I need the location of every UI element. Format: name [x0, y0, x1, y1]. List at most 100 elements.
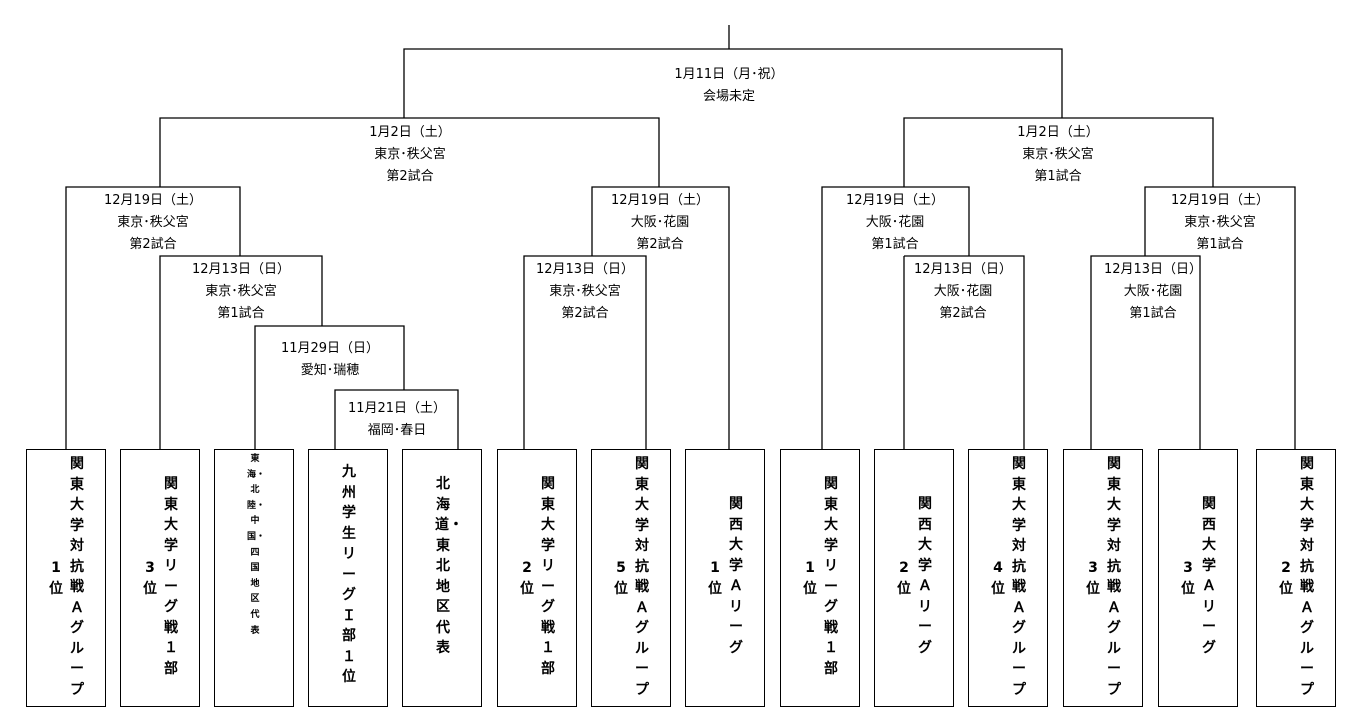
match-game: 第1試合: [217, 306, 265, 321]
team-name: 北海道・東北地区代表: [435, 476, 463, 656]
team-box: 関西大学Ａリーグ 1位: [685, 449, 765, 707]
team-box: 関東大学対抗戦Ａグループ 2位: [1256, 449, 1336, 707]
match-date: 12月13日（日）: [535, 262, 635, 277]
match-venue: 東京･秩父宮: [374, 147, 446, 162]
m1121-bracket-line: [334, 389, 459, 449]
match-game: 第1試合: [1034, 169, 1082, 184]
match-venue: 東京･秩父宮: [117, 215, 189, 230]
m1213c-label: 12月13日（日） 大阪･花園 第2試合: [888, 259, 1038, 325]
m1219a-bracket-line: [65, 186, 241, 449]
team-name: 関東大学対抗戦Ａグループ: [1300, 456, 1314, 698]
match-venue: 大阪･花園: [933, 284, 993, 299]
m1213a-label: 12月13日（日） 東京･秩父宮 第1試合: [166, 259, 316, 325]
final-label: 1月11日（月･祝） 会場未定: [629, 64, 829, 108]
m1129-bracket-line: [254, 325, 405, 449]
team-box: 北海道・東北地区代表: [402, 449, 482, 707]
right-semi-label: 1月2日（土） 東京･秩父宮 第1試合: [958, 122, 1158, 188]
m1213d-label: 12月13日（日） 大阪･花園 第1試合: [1078, 259, 1228, 325]
team-rank: 3位: [1181, 560, 1195, 597]
left-semi-bracket-line: [159, 117, 660, 187]
team-box: 九州学生リーグＩ部１位: [308, 449, 388, 707]
team-rank: 4位: [991, 560, 1005, 597]
team-name: 関東大学対抗戦Ａグループ: [1012, 456, 1026, 698]
team-rank: 2位: [520, 560, 534, 597]
match-venue: 大阪･花園: [865, 215, 925, 230]
team-name: 関西大学Ａリーグ: [729, 496, 743, 656]
match-game: 第2試合: [386, 169, 434, 184]
match-game: 第1試合: [871, 237, 919, 252]
team-rank: 2位: [1279, 560, 1293, 597]
match-date: 12月19日（土）: [610, 193, 710, 208]
team-name: 関西大学Ａリーグ: [918, 496, 932, 656]
team-name: 関東大学対抗戦Ａグループ: [635, 456, 649, 698]
m1129-label: 11月29日（日） 愛知･瑞穂: [255, 338, 405, 382]
team-rank: 1位: [708, 560, 722, 597]
match-venue: 愛知･瑞穂: [300, 363, 360, 378]
team-box: 関東大学リーグ戦１部 3位: [120, 449, 200, 707]
match-date: 12月13日（日）: [191, 262, 291, 277]
match-date: 12月19日（土）: [103, 193, 203, 208]
match-game: 第2試合: [636, 237, 684, 252]
team-name: 東海・北陸・中国・四国地区代表: [247, 454, 266, 636]
match-venue: 東京･秩父宮: [205, 284, 277, 299]
team-name: 九州学生リーグＩ部１位: [342, 464, 356, 685]
team-rank: 1位: [803, 560, 817, 597]
team-name: 関東大学リーグ戦１部: [541, 476, 555, 677]
match-date: 1月2日（土）: [1017, 125, 1099, 140]
team-box: 関東大学対抗戦Ａグループ 4位: [968, 449, 1048, 707]
match-date: 1月11日（月･祝）: [674, 67, 784, 82]
match-date: 12月13日（日）: [913, 262, 1013, 277]
m1219a-label: 12月19日（土） 東京･秩父宮 第2試合: [78, 190, 228, 256]
team-rank: 3位: [1086, 560, 1100, 597]
m1219b-label: 12月19日（土） 大阪･花園 第2試合: [585, 190, 735, 256]
team-box: 関東大学リーグ戦１部 1位: [780, 449, 860, 707]
m1213b-bracket-line: [523, 255, 647, 449]
match-game: 第2試合: [129, 237, 177, 252]
match-game: 第1試合: [1129, 306, 1177, 321]
match-game: 第2試合: [561, 306, 609, 321]
team-rank: 2位: [897, 560, 911, 597]
m1213b-label: 12月13日（日） 東京･秩父宮 第2試合: [510, 259, 660, 325]
left-semi-label: 1月2日（土） 東京･秩父宮 第2試合: [310, 122, 510, 188]
match-date: 12月19日（土）: [845, 193, 945, 208]
match-game: 第2試合: [939, 306, 987, 321]
m1213a-bracket-line: [159, 255, 323, 449]
match-date: 11月29日（日）: [280, 341, 380, 356]
team-rank: 5位: [614, 560, 628, 597]
team-name: 関東大学対抗戦Ａグループ: [1107, 456, 1121, 698]
match-game: 第1試合: [1196, 237, 1244, 252]
m1219d-bracket-line: [1144, 186, 1296, 449]
team-box: 関東大学対抗戦Ａグループ 5位: [591, 449, 671, 707]
match-date: 12月19日（土）: [1170, 193, 1270, 208]
team-rank: 3位: [143, 560, 157, 597]
match-date: 12月13日（日）: [1103, 262, 1203, 277]
right-semi-bracket-line: [903, 117, 1214, 187]
m1121-label: 11月21日（土） 福岡･春日: [322, 398, 472, 442]
team-box: 関東大学対抗戦Ａグループ 3位: [1063, 449, 1143, 707]
m1219c-bracket-line: [821, 186, 970, 449]
final-bracket-line: [403, 25, 1063, 118]
team-name: 関西大学Ａリーグ: [1202, 496, 1216, 656]
team-name: 関東大学リーグ戦１部: [164, 476, 178, 677]
team-rank: 1位: [49, 560, 63, 597]
match-venue: 会場未定: [702, 89, 755, 104]
match-venue: 大阪･花園: [1123, 284, 1183, 299]
m1219c-label: 12月19日（土） 大阪･花園 第1試合: [820, 190, 970, 256]
m1213d-bracket-line: [1090, 255, 1201, 449]
team-box: 関西大学Ａリーグ 2位: [874, 449, 954, 707]
m1219d-label: 12月19日（土） 東京･秩父宮 第1試合: [1145, 190, 1295, 256]
match-venue: 東京･秩父宮: [549, 284, 621, 299]
team-box: 関東大学リーグ戦１部 2位: [497, 449, 577, 707]
team-box: 東海・北陸・中国・四国地区代表: [214, 449, 294, 707]
match-venue: 東京･秩父宮: [1022, 147, 1094, 162]
match-date: 11月21日（土）: [347, 401, 447, 416]
match-venue: 東京･秩父宮: [1184, 215, 1256, 230]
m1219b-bracket-line: [591, 186, 730, 449]
team-box: 関東大学対抗戦Ａグループ 1位: [26, 449, 106, 707]
match-venue: 大阪･花園: [630, 215, 690, 230]
m1213c-bracket-line: [903, 255, 1025, 449]
team-box: 関西大学Ａリーグ 3位: [1158, 449, 1238, 707]
team-name: 関東大学対抗戦Ａグループ: [70, 456, 84, 698]
team-name: 関東大学リーグ戦１部: [824, 476, 838, 677]
